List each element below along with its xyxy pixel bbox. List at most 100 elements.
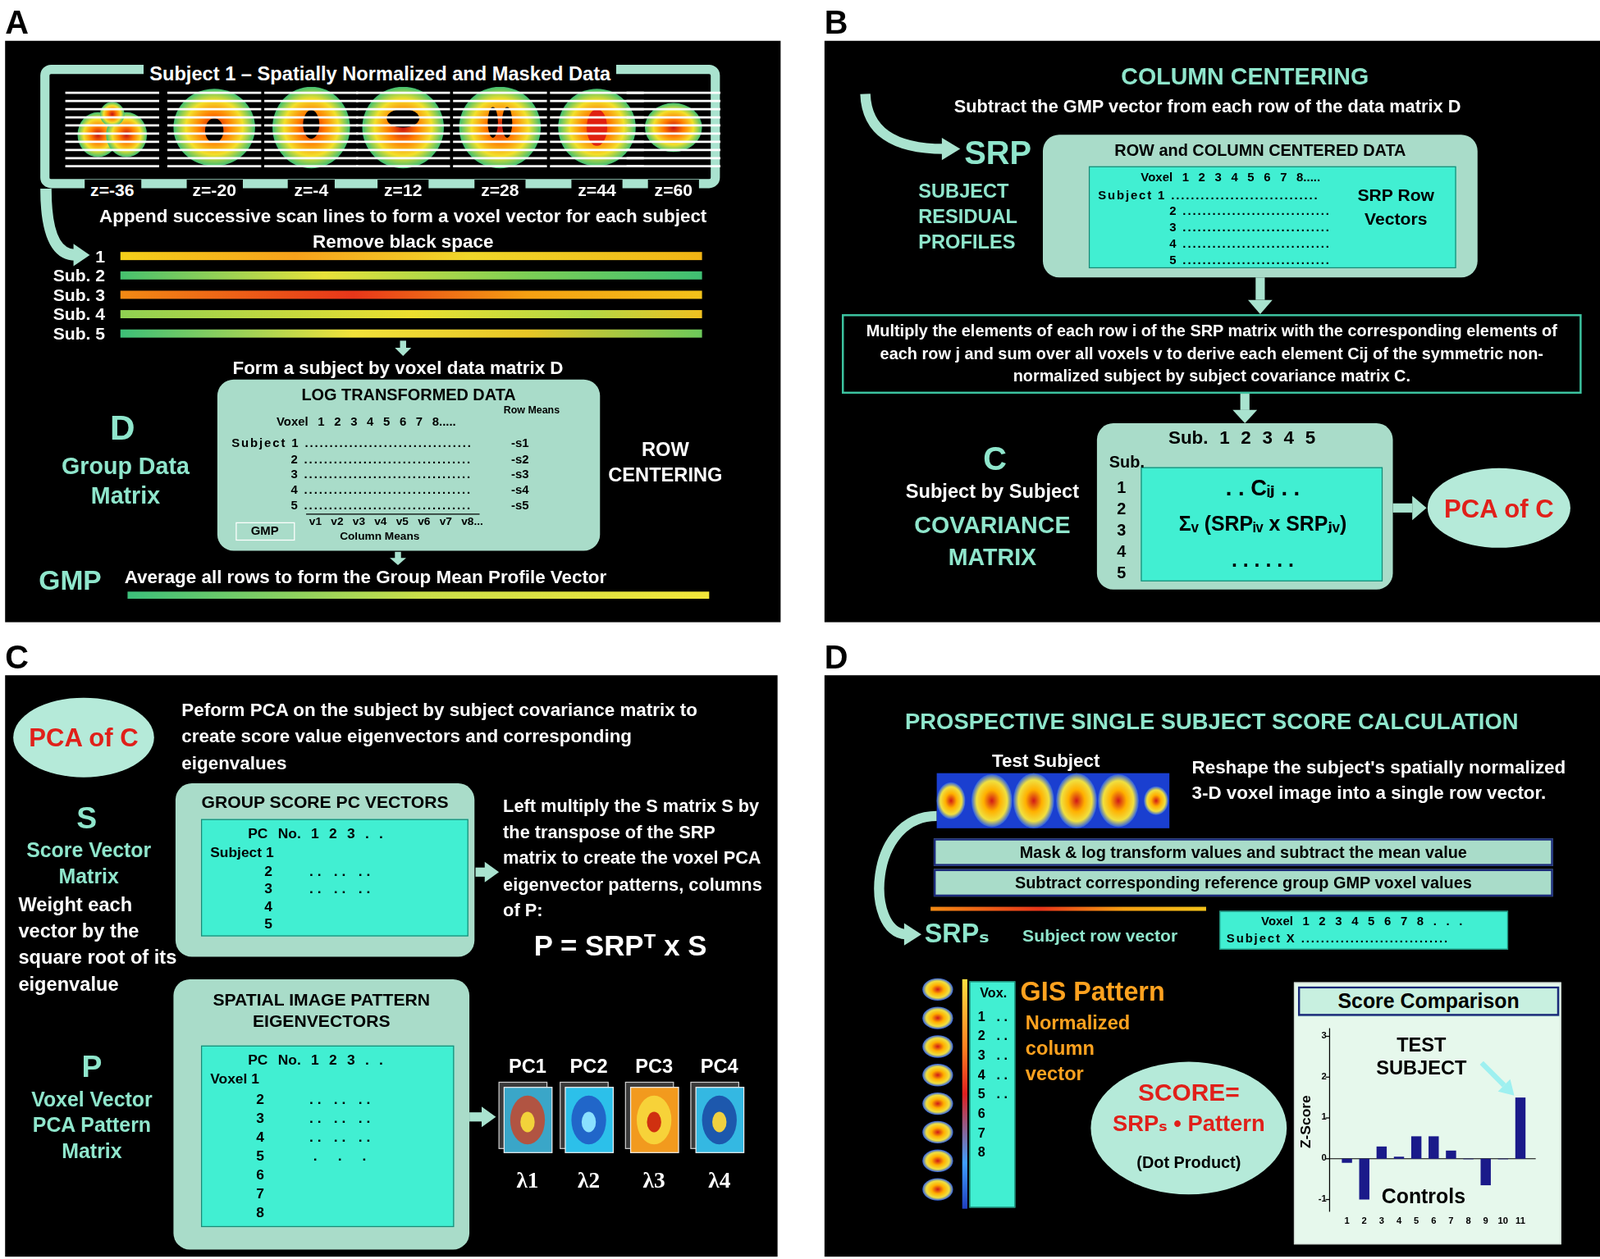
text-slot: PC1 xyxy=(497,1055,559,1080)
illustration-rect xyxy=(930,907,1207,912)
text: Voxel 1 2 3 4 5 6 7 8..... xyxy=(1140,170,1406,187)
text-slot: Weight each vector by the square root of… xyxy=(18,891,182,998)
text-slot: Append successive scan lines to form a v… xyxy=(41,205,766,229)
text-slot: SUBJECT RESIDUAL PROFILES xyxy=(918,178,1041,256)
text: Row Means xyxy=(501,403,563,416)
text: COVARIANCE MATRIX xyxy=(897,510,1087,574)
text: PC4 xyxy=(688,1055,750,1080)
illustration-line xyxy=(306,513,480,515)
text: GROUP SCORE PC VECTORS xyxy=(175,791,475,814)
illustration-ellipse xyxy=(205,118,224,143)
text: 2 3 4 5 6 7 8 xyxy=(252,1089,267,1222)
text-slot: D xyxy=(91,406,154,450)
text-slot: 3 xyxy=(1315,1030,1327,1043)
text: 4 .............................. xyxy=(1169,237,1343,253)
text: SRP Row Vectors xyxy=(1344,183,1447,231)
text: PC3 xyxy=(623,1055,686,1080)
text-slot: 2 .............................. xyxy=(1169,204,1343,220)
illustration-polygon xyxy=(73,243,91,266)
text: 5 .................................. xyxy=(290,498,505,514)
illustration-ellipse xyxy=(1013,773,1055,829)
text-slot: Subject 1 .............................. xyxy=(1097,187,1343,204)
illustration-rect xyxy=(120,310,703,319)
text: SRP xyxy=(964,132,1046,174)
illustration-rect xyxy=(120,251,703,261)
text-slot: 2 xyxy=(1356,1216,1373,1228)
text-slot: Subtract the GMP vector from each row of… xyxy=(954,96,1587,119)
illustration-rect xyxy=(1480,1159,1491,1186)
text-slot: Sub. xyxy=(1109,452,1171,473)
illustration-line xyxy=(356,91,450,95)
text: SUBJECT RESIDUAL PROFILES xyxy=(918,178,1041,256)
text: SRPₛ • Pattern xyxy=(1089,1110,1288,1139)
text: . . . . . . . xyxy=(332,1089,347,1166)
text: z=-20 xyxy=(186,179,243,202)
text-slot: COVARIANCE MATRIX xyxy=(897,510,1087,574)
text-slot: 3 xyxy=(1373,1216,1390,1228)
text: Subject 1 xyxy=(210,843,312,862)
text-slot: 1 2 3 4 5 xyxy=(1113,476,1130,585)
connector-arrow xyxy=(1393,495,1427,521)
text-slot: v1 v2 v3 v4 v5 v6 v7 v8... xyxy=(309,515,535,529)
text-slot: 3 .................................. xyxy=(290,467,505,484)
text: ROW and COLUMN CENTERED DATA xyxy=(1042,141,1478,162)
illustration-ellipse xyxy=(702,1096,737,1146)
text-slot: PC No. 1 2 3 . . xyxy=(247,825,462,844)
illustration-line xyxy=(452,132,547,136)
text-slot: Voxel 1 2 3 4 5 6 7 8 . . . xyxy=(1261,914,1506,930)
text: Column Means xyxy=(339,529,462,543)
illustration-line xyxy=(469,1112,483,1122)
text: 2 .................................. xyxy=(290,452,505,468)
illustration-polygon xyxy=(394,347,412,357)
text: z=-36 xyxy=(84,179,141,202)
illustration-line xyxy=(356,140,450,143)
connector-arrow xyxy=(1232,393,1258,424)
text: Sub. 4 xyxy=(30,304,106,326)
text: 1 2 3 4 5 xyxy=(1113,476,1130,585)
text-slot: Score Vector Matrix xyxy=(12,836,166,891)
text-slot: 4 .................................. xyxy=(290,482,505,499)
text-slot: 10 xyxy=(1494,1216,1512,1228)
illustration-ellipse xyxy=(520,1112,535,1134)
illustration-ellipse xyxy=(459,86,541,169)
illustration-ellipse xyxy=(361,86,444,169)
text: Sub. 2 xyxy=(30,265,106,287)
text: Sub. 3 xyxy=(30,284,106,307)
text: PC2 xyxy=(557,1055,620,1080)
illustration-line xyxy=(65,156,160,160)
text: Mask & log transform values and subtract… xyxy=(941,841,1546,864)
text: SPATIAL IMAGE PATTERN EIGENVECTORS xyxy=(178,989,465,1033)
text: C xyxy=(4,636,56,678)
illustration-rect xyxy=(1428,1136,1439,1159)
text: . . Cᵢⱼ . . xyxy=(1142,474,1385,503)
text-slot: C xyxy=(969,438,1020,480)
text: S xyxy=(61,799,113,838)
illustration-rect xyxy=(503,1088,552,1154)
text-slot: Z-Score xyxy=(1297,1086,1316,1158)
text: Score Comparison xyxy=(1298,987,1559,1017)
text: Normalized column vector xyxy=(1025,1010,1139,1087)
matrix-box: LOG TRANSFORMED DATA Voxel 1 2 3 4 5 6 7 … xyxy=(217,379,600,552)
text: . . . . . . xyxy=(1142,548,1385,574)
text: PCA of C xyxy=(12,722,156,755)
illustration-line xyxy=(626,132,721,136)
illustration-line xyxy=(356,124,450,128)
text-slot: . . . . xyxy=(356,863,371,898)
text: -s4 xyxy=(511,482,553,499)
illustration-line xyxy=(452,124,547,128)
text-slot: Voxel 1 2 3 4 5 6 7 8..... xyxy=(276,414,502,430)
illustration-ellipse xyxy=(922,1150,953,1173)
matrix-box: ROW and COLUMN CENTERED DATA Voxel 1 2 3 … xyxy=(1042,134,1478,278)
text: LOG TRANSFORMED DATA xyxy=(217,384,600,406)
illustration-rect xyxy=(565,1088,613,1154)
text-slot: Vox. xyxy=(970,985,1017,1002)
text-slot: PROSPECTIVE SINGLE SUBJECT SCORE CALCULA… xyxy=(832,708,1592,736)
text-slot: -s4 xyxy=(511,482,553,499)
matrix-table: PC No. 1 2 3 . .Subject 12 3 4 5. . . ..… xyxy=(201,819,469,938)
illustration-ellipse xyxy=(636,1096,672,1146)
text: 3 .................................. xyxy=(290,467,505,484)
illustration-ellipse xyxy=(1056,773,1098,829)
text: -1 xyxy=(1315,1193,1327,1206)
text-slot: Σᵥ (SRPᵢᵥ x SRPⱼᵥ) xyxy=(1142,511,1385,537)
text: 8 xyxy=(1460,1216,1477,1228)
